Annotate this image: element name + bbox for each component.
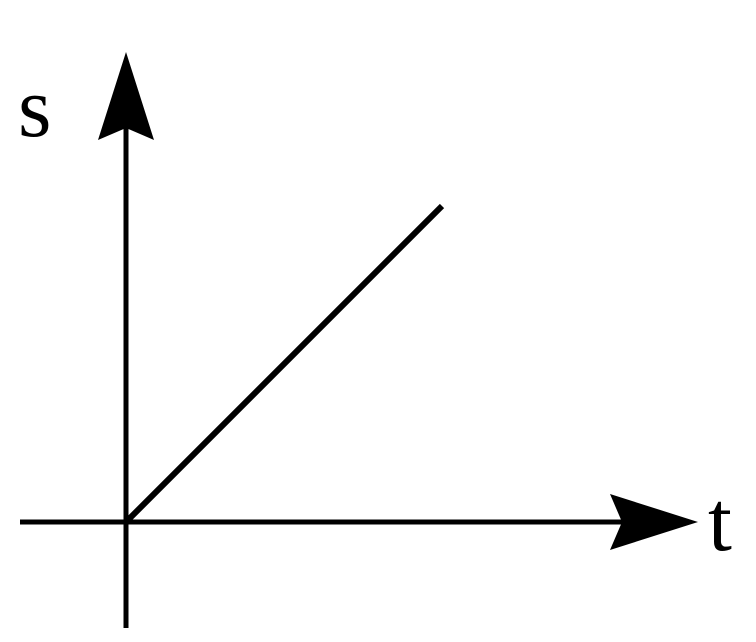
label-layer: s t — [18, 59, 732, 569]
y-axis-arrow-icon — [98, 52, 154, 140]
x-axis-arrow-icon — [610, 494, 698, 550]
series-layer — [123, 203, 445, 525]
y-axis-label: s — [18, 59, 51, 155]
x-axis-label: t — [708, 473, 732, 569]
axis-layer — [20, 52, 698, 628]
series-line-1 — [123, 203, 445, 525]
